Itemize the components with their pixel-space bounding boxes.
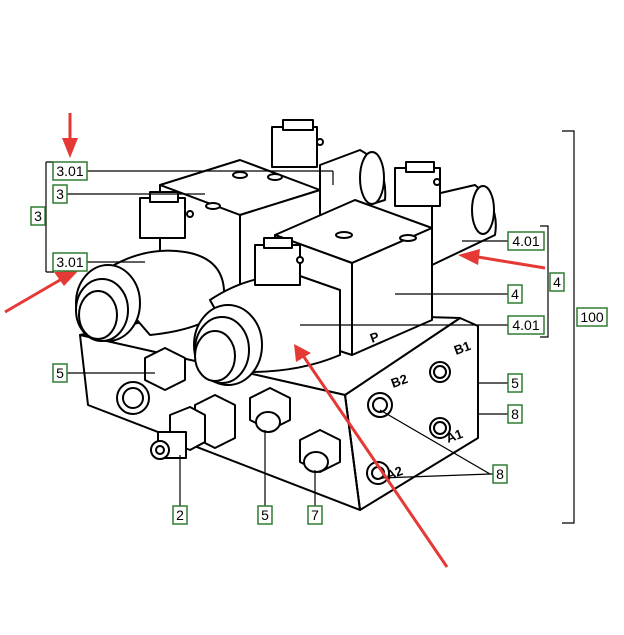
label-100-text: 100 (580, 309, 604, 325)
arrow-to-301-top (62, 113, 78, 158)
coil-back-right (271, 119, 387, 221)
coil-right (394, 161, 497, 266)
port-markings: P B1 B2 A1 A2 (368, 329, 473, 483)
label-7: 7 (307, 505, 323, 525)
label-5-right-text: 5 (511, 375, 519, 391)
label-3-side: 3 (30, 206, 46, 226)
label-3-01-top: 3.01 (52, 161, 88, 181)
annotation-arrows (4, 113, 546, 568)
label-3-side-text: 3 (34, 208, 42, 224)
valve-drawing (75, 119, 497, 511)
coil-front-right (193, 237, 341, 386)
label-4-a: 4 (507, 284, 523, 304)
arrow-to-301-bottom (4, 271, 78, 314)
label-4-01-top-text: 4.01 (512, 233, 539, 249)
coil-front-left (75, 191, 225, 342)
label-3-01-bottom-text: 3.01 (56, 254, 83, 270)
label-3-a: 3 (52, 184, 68, 204)
label-5-left: 5 (52, 363, 68, 383)
label-4-01-bottom: 4.01 (507, 315, 545, 335)
label-8-mid: 8 (492, 464, 508, 484)
label-5-bottom: 5 (257, 505, 273, 525)
arrow-to-401 (458, 249, 546, 270)
fitting (150, 394, 236, 460)
leader-lines (45, 130, 575, 524)
plugs (144, 347, 341, 473)
label-3-a-text: 3 (56, 186, 64, 202)
arrow-to-coil-front (294, 344, 449, 568)
label-8-mid-text: 8 (496, 466, 504, 482)
label-8-right: 8 (507, 404, 523, 424)
label-8-right-text: 8 (511, 406, 519, 422)
label-3-01-top-text: 3.01 (56, 163, 83, 179)
label-5-bottom-text: 5 (261, 507, 269, 523)
port-mark-b2: B2 (389, 371, 410, 391)
label-4-01-top: 4.01 (507, 231, 545, 251)
label-7-text: 7 (311, 507, 319, 523)
label-4-side: 4 (549, 272, 565, 292)
label-2-text: 2 (176, 507, 184, 523)
label-3-01-bottom: 3.01 (52, 252, 88, 272)
label-100: 100 (576, 307, 608, 327)
label-2: 2 (172, 505, 188, 525)
label-4-01-bottom-text: 4.01 (512, 317, 539, 333)
label-5-right: 5 (507, 373, 523, 393)
label-4-a-text: 4 (511, 286, 519, 302)
label-4-side-text: 4 (553, 274, 561, 290)
port-mark-a1: A1 (444, 426, 465, 446)
label-5-left-text: 5 (56, 365, 64, 381)
port-mark-b1: B1 (452, 338, 473, 358)
callout-labels: 3.01 3 3 3.01 4.01 4 4 4.01 (30, 161, 608, 525)
